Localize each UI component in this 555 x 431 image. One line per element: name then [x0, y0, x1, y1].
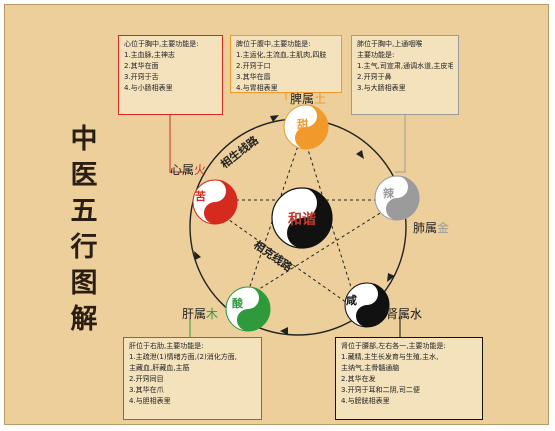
- lung-yinyang: [374, 175, 420, 221]
- organ-name: 脾属: [290, 91, 314, 106]
- spleen-info-box: 脾位于腹中,主要功能是: 1.主运化,主流血,主肌肉,四肢 2.开窍于口 3.其…: [230, 35, 342, 93]
- liver-info-line: 肝位于右肋,主要功能是:: [129, 342, 204, 350]
- element-name: 火: [194, 163, 206, 177]
- organ-name: 肝属: [182, 307, 206, 321]
- box-connectors: [169, 93, 406, 337]
- diagram-title: 中 医 五 行 图 解: [62, 122, 106, 338]
- kidney-info-line: 2.其华在发: [341, 375, 376, 383]
- title-char: 图: [70, 268, 98, 299]
- kidney-organ-label: 肾属水: [386, 307, 422, 321]
- title-char: 医: [70, 160, 98, 191]
- kidney-info-line: 1.藏精,主生长发育与生殖,主水,: [341, 353, 439, 361]
- restraining-path: [221, 214, 351, 306]
- heart-info-line: 3.开窍于舌: [124, 73, 159, 81]
- lung-info-box: 肺位于胸中,上通咽喉 主要功能是: 1.主气,司宣肃,通调水道,主皮毛 2.开窍…: [351, 35, 459, 115]
- liver-info-line: 1.主疏泄(1)情绪方面,(2)消化方面,: [129, 353, 237, 361]
- heart-info-line: 心位于胸中,主要功能是:: [124, 40, 199, 48]
- lung-connector: [395, 115, 406, 173]
- title-char: 行: [70, 232, 98, 263]
- center-yinyang: [271, 187, 333, 249]
- spleen-info-line: 1.主运化,主流血,主肌肉,四肢: [236, 51, 327, 59]
- lung-taste: 辣: [383, 186, 395, 200]
- arrowhead: [387, 273, 395, 282]
- kidney-yinyang: [344, 282, 390, 328]
- organ-name: 心属: [170, 163, 194, 177]
- liver-taste: 酸: [232, 296, 244, 310]
- element-name: 木: [206, 307, 218, 321]
- spleen-info-line: 脾位于腹中,主要功能是:: [236, 40, 311, 48]
- generating-cycle-arrows: [194, 115, 395, 335]
- center-label: 和谐: [288, 211, 316, 228]
- spleen-info-line: 2.开窍于口: [236, 62, 271, 70]
- lung-organ-label: 肺属金: [413, 220, 449, 235]
- kidney-info-line: 4.与膀胱相表里: [341, 397, 390, 405]
- lung-info-line: 主要功能是:: [357, 51, 395, 59]
- restraining-path: [304, 139, 357, 302]
- liver-info-line: 主藏血,肝藏血,主筋: [129, 364, 190, 372]
- element-name: 金: [437, 220, 449, 235]
- arrowhead: [270, 115, 279, 122]
- title-char: 解: [70, 304, 98, 335]
- element-name: 水: [410, 307, 422, 321]
- liver-info-box: 肝位于右肋,主要功能是: 1.主疏泄(1)情绪方面,(2)消化方面, 主藏血,肝…: [123, 337, 262, 420]
- arrowhead: [194, 251, 201, 260]
- heart-organ-label: 心属火: [170, 163, 206, 177]
- heart-info-line: 4.与小肠相表里: [124, 84, 173, 92]
- organ-name: 肾属: [386, 307, 410, 321]
- heart-yinyang: [192, 179, 238, 225]
- title-char: 五: [70, 196, 98, 227]
- heart-info-line: 1.主血脉,主神志: [124, 51, 175, 59]
- liver-yinyang: [225, 286, 271, 332]
- organ-name: 肺属: [413, 221, 437, 235]
- kidney-taste: 咸: [346, 293, 357, 307]
- arrowhead: [280, 327, 288, 335]
- liver-organ-label: 肝属木: [182, 307, 218, 321]
- spleen-organ-label: 脾属土: [290, 91, 326, 106]
- kidney-info-line: 肾位于腰部,左右各一,主要功能是:: [341, 342, 446, 350]
- heart-taste: 苦: [195, 189, 206, 203]
- liver-info-line: 4.与胆相表里: [129, 397, 171, 405]
- spleen-info-line: 4.与胃相表里: [236, 84, 278, 92]
- liver-info-line: 3.其华在爪: [129, 386, 164, 394]
- kidney-info-line: 3.开窍于耳和二阴,司二便: [341, 386, 420, 394]
- lung-info-line: 2.开窍于鼻: [357, 73, 392, 81]
- lung-info-line: 3.与大肠相表里: [357, 84, 406, 92]
- heart-info-box: 心位于胸中,主要功能是: 1.主血脉,主神志 2.其华在面 3.开窍于舌 4.与…: [118, 35, 223, 115]
- lung-info-line: 1.主气,司宣肃,通调水道,主皮毛: [357, 62, 453, 70]
- element-name: 土: [314, 92, 326, 106]
- lung-info-line: 肺位于胸中,上通咽喉: [357, 40, 423, 48]
- spleen-taste: 甜: [297, 117, 308, 131]
- heart-connector: [169, 115, 190, 173]
- spleen-yinyang: [283, 104, 329, 150]
- arrowhead: [356, 150, 364, 159]
- kidney-info-box: 肾位于腰部,左右各一,主要功能是: 1.藏精,主生长发育与生殖,主水, 主纳气,…: [335, 337, 483, 420]
- spleen-info-line: 3.其华在唇: [236, 73, 271, 81]
- generating-cycle-label: 相生线路: [218, 132, 262, 171]
- heart-info-line: 2.其华在面: [124, 62, 159, 70]
- kidney-info-line: 主纳气,主骨髓通脑: [341, 364, 400, 372]
- liver-info-line: 2.开窍同目: [129, 375, 164, 383]
- title-char: 中: [70, 124, 98, 155]
